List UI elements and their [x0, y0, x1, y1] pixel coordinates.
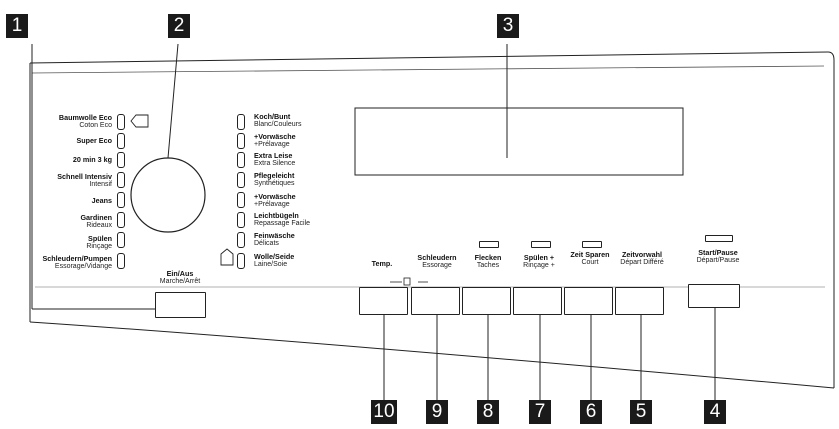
start-pause-button[interactable] — [688, 284, 740, 308]
callout-6: 6 — [580, 400, 602, 424]
program-label-right-2: +Vorwäsche+Prélavage — [254, 132, 296, 149]
program-led-left-7 — [117, 232, 125, 248]
rinse-label: Spülen +Rinçage + — [523, 253, 555, 270]
program-dial — [130, 157, 206, 233]
program-led-right-7 — [237, 232, 245, 248]
start-led — [705, 235, 733, 242]
program-led-right-1 — [237, 114, 245, 130]
callout-8: 8 — [477, 400, 499, 424]
temp-button[interactable] — [359, 287, 408, 315]
spin-button[interactable] — [411, 287, 460, 315]
program-led-left-4 — [117, 172, 125, 188]
program-label-right-5: +Vorwäsche+Prélavage — [254, 192, 296, 209]
program-led-left-8 — [117, 253, 125, 269]
program-led-right-5 — [237, 192, 245, 208]
program-led-right-2 — [237, 133, 245, 149]
stain-button[interactable] — [462, 287, 511, 315]
onoff-button[interactable] — [155, 292, 206, 318]
delay-button[interactable] — [615, 287, 664, 315]
eco-arrow-icon — [130, 114, 149, 128]
rinse-led — [531, 241, 551, 248]
program-led-right-4 — [237, 172, 245, 188]
wool-icon — [220, 248, 234, 266]
program-label-left-3: 20 min 3 kg — [72, 155, 112, 164]
program-led-left-1 — [117, 114, 125, 130]
program-led-left-2 — [117, 133, 125, 149]
program-led-left-6 — [117, 212, 125, 228]
callout-5: 5 — [630, 400, 652, 424]
stain-led — [479, 241, 499, 248]
display — [354, 107, 684, 176]
program-label-left-2: Super Eco — [76, 136, 112, 145]
timesave-led — [582, 241, 602, 248]
timesave-button[interactable] — [564, 287, 613, 315]
program-led-right-6 — [237, 212, 245, 228]
program-led-right-8 — [237, 253, 245, 269]
callout-1: 1 — [6, 14, 28, 38]
rinse-button[interactable] — [513, 287, 562, 315]
callout-9: 9 — [426, 400, 448, 424]
program-led-left-3 — [117, 152, 125, 168]
temp-label: Temp. — [371, 259, 393, 268]
program-led-left-5 — [117, 192, 125, 208]
program-label-left-5: Jeans — [91, 196, 112, 205]
callout-4: 4 — [704, 400, 726, 424]
callout-3: 3 — [497, 14, 519, 38]
callout-2: 2 — [168, 14, 190, 38]
program-led-right-3 — [237, 152, 245, 168]
callout-7: 7 — [529, 400, 551, 424]
callout-10: 10 — [371, 400, 397, 424]
